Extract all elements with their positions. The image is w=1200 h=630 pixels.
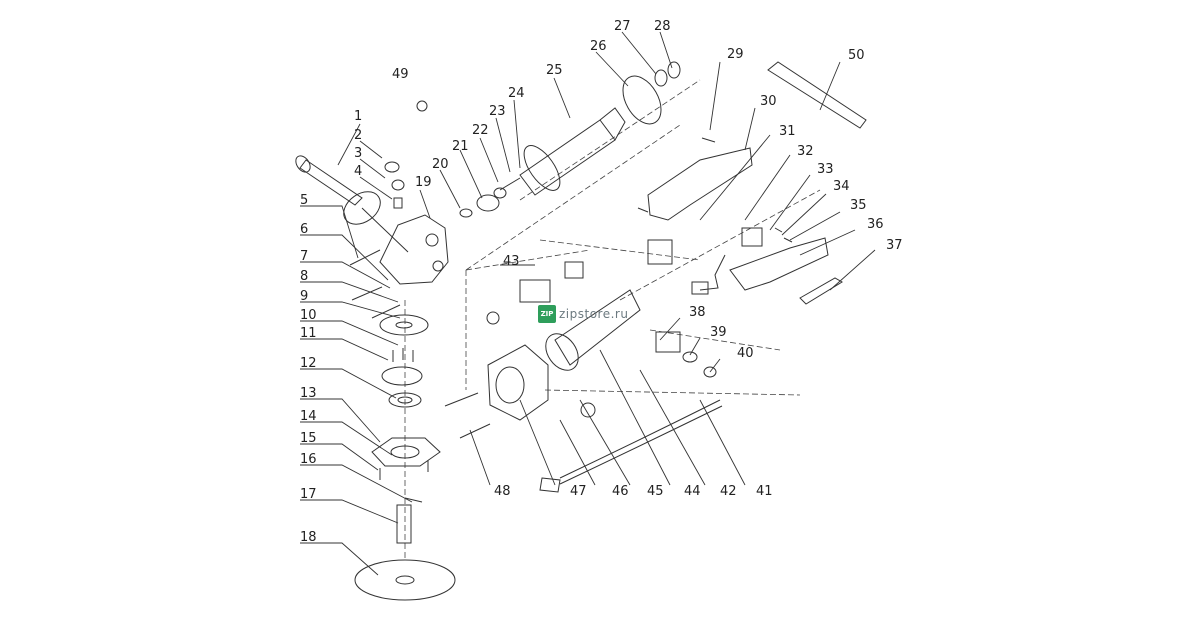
callout-12: 12	[300, 356, 317, 371]
callout-42: 42	[720, 484, 737, 499]
callout-46: 46	[612, 484, 629, 499]
callout-3: 3	[354, 146, 362, 161]
callout-11: 11	[300, 326, 317, 341]
callout-36: 36	[867, 217, 884, 232]
callout-23: 23	[489, 104, 506, 119]
assembly-guides	[404, 79, 821, 560]
callout-8: 8	[300, 269, 308, 284]
callout-14: 14	[300, 409, 317, 424]
callout-44: 44	[684, 484, 701, 499]
callout-34: 34	[833, 179, 850, 194]
callout-26: 26	[590, 39, 607, 54]
callout-48: 48	[494, 484, 511, 499]
callout-35: 35	[850, 198, 867, 213]
callout-labels: 1 2 3 4 5 6 7 8 9 10 11 12 13 14 15 16 1…	[300, 19, 903, 545]
callout-32: 32	[797, 144, 814, 159]
callout-27: 27	[614, 19, 631, 34]
callout-22: 22	[472, 123, 489, 138]
callout-19: 19	[415, 175, 432, 190]
callout-9: 9	[300, 289, 308, 304]
callout-43: 43	[503, 254, 520, 269]
leader-lines	[300, 31, 876, 576]
callout-39: 39	[710, 325, 727, 340]
callout-31: 31	[779, 124, 796, 139]
callout-6: 6	[300, 222, 308, 237]
callout-17: 17	[300, 487, 317, 502]
callout-28: 28	[654, 19, 671, 34]
callout-1: 1	[354, 109, 362, 124]
callout-13: 13	[300, 386, 317, 401]
callout-45: 45	[647, 484, 664, 499]
callout-30: 30	[760, 94, 777, 109]
callout-20: 20	[432, 157, 449, 172]
callout-29: 29	[727, 47, 744, 62]
part-outlines	[295, 61, 867, 601]
watermark-text: zipstore.ru	[559, 307, 629, 321]
callout-7: 7	[300, 249, 308, 264]
callout-15: 15	[300, 431, 317, 446]
callout-40: 40	[737, 346, 754, 361]
callout-4: 4	[354, 164, 362, 179]
callout-10: 10	[300, 308, 317, 323]
callout-16: 16	[300, 452, 317, 467]
callout-24: 24	[508, 86, 525, 101]
callout-50: 50	[848, 48, 865, 63]
callout-47: 47	[570, 484, 587, 499]
callout-5: 5	[300, 193, 308, 208]
callout-2: 2	[354, 128, 362, 143]
callout-25: 25	[546, 63, 563, 78]
callout-41: 41	[756, 484, 773, 499]
callout-18: 18	[300, 530, 317, 545]
callout-33: 33	[817, 162, 834, 177]
callout-38: 38	[689, 305, 706, 320]
watermark: ZIP zipstore.ru	[538, 303, 628, 325]
callout-49: 49	[392, 67, 409, 82]
watermark-badge: ZIP	[538, 305, 556, 323]
callout-37: 37	[886, 238, 903, 253]
callout-21: 21	[452, 139, 469, 154]
